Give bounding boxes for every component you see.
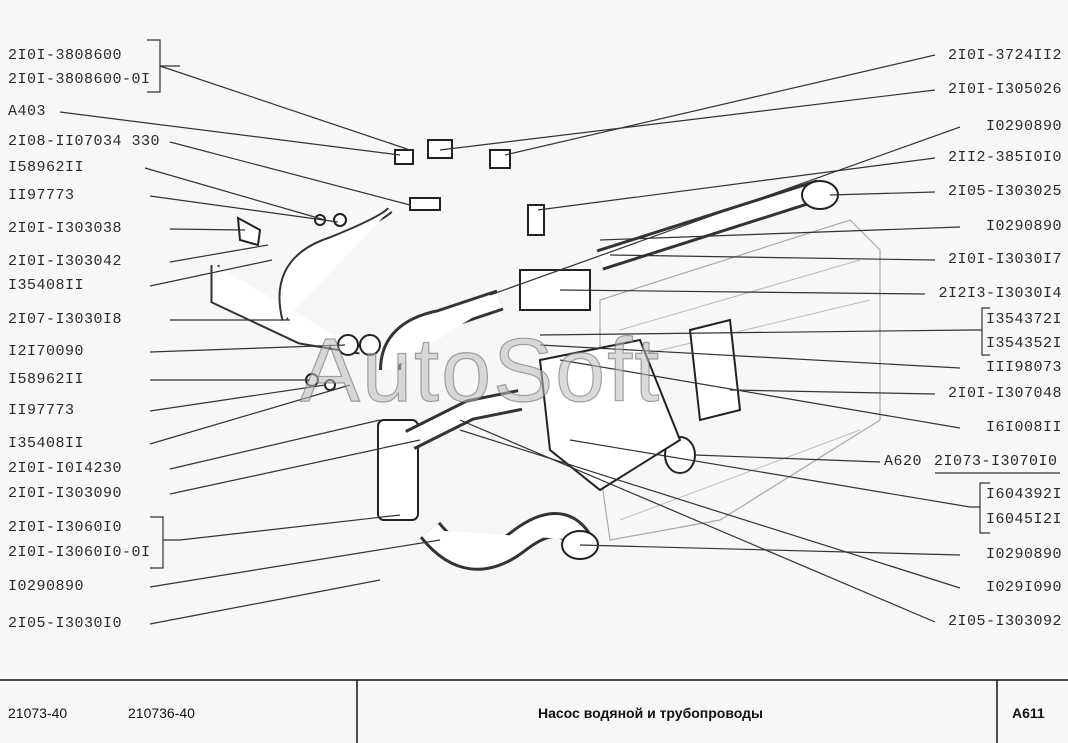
part-number-label: I35408II — [8, 277, 85, 294]
part-number-label: II97773 — [8, 402, 75, 419]
leader-line — [149, 384, 326, 412]
part-number-label: 2I0I-I0I4230 — [8, 460, 123, 477]
leader-line — [169, 244, 269, 263]
label-brackets — [147, 39, 1060, 569]
leader-line — [539, 344, 961, 369]
title-block-lines — [0, 679, 1068, 743]
leader-line — [144, 167, 326, 221]
leader-line — [149, 259, 273, 287]
part-number-label: I354352I — [985, 335, 1062, 352]
leader-line — [829, 191, 936, 196]
leader-line — [729, 389, 936, 395]
leader-line — [149, 579, 381, 625]
part-number-label: 2I0I-3808600-0I — [8, 71, 151, 88]
part-number-label: 2I0I-I3060I0-0I — [8, 544, 151, 561]
part-number-label: 2I073-I3070I0 — [934, 453, 1058, 470]
part-number-label: 2I07-I3030I8 — [8, 311, 123, 328]
part-number-label: I354372I — [985, 311, 1062, 328]
part-number-label: I6045I2I — [985, 511, 1062, 528]
leader-line — [539, 329, 971, 336]
part-number-label: 2I05-I3030I0 — [8, 615, 123, 632]
part-number-label: I0290890 — [985, 546, 1062, 563]
leader-line — [537, 157, 936, 211]
part-number-label: I029I090 — [985, 579, 1062, 596]
part-number-label: A620 — [884, 453, 923, 470]
leader-line — [159, 65, 411, 151]
part-number-label: I0290890 — [8, 578, 85, 595]
part-number-label: I35408II — [8, 435, 85, 452]
page-number: A611 — [1012, 705, 1045, 721]
leader-line — [609, 254, 936, 261]
part-number-label: 2I0I-I3030I7 — [947, 251, 1062, 268]
leader-line — [169, 439, 421, 495]
leader-line — [579, 544, 961, 556]
leader-line — [489, 126, 961, 296]
part-number-label: I604392I — [985, 486, 1062, 503]
leader-line — [149, 344, 346, 353]
leader-line — [459, 429, 961, 589]
part-number-label: 2I2I3-I3030I4 — [938, 285, 1062, 302]
leader-line — [169, 419, 381, 470]
leader-line — [149, 384, 351, 445]
part-number-label: 2I0I-I307048 — [947, 385, 1062, 402]
part-number-label: 2I08-II07034 330 — [8, 133, 161, 150]
leader-line — [559, 359, 961, 429]
part-number-label: I0290890 — [985, 118, 1062, 135]
part-number-label: I58962II — [8, 159, 85, 176]
leader-line — [439, 89, 936, 151]
model-code-2: 210736-40 — [128, 705, 195, 721]
leader-line — [149, 539, 441, 588]
leader-line — [569, 439, 971, 508]
part-number-label: 2I0I-3724II2 — [947, 47, 1062, 64]
part-number-label: 2I0I-I303038 — [8, 220, 123, 237]
part-number-label: 2I0I-I303042 — [8, 253, 123, 270]
part-number-label: I58962II — [8, 371, 85, 388]
watermark: AutoSoft — [299, 320, 662, 421]
leader-line — [59, 111, 401, 156]
part-number-label: I0290890 — [985, 218, 1062, 235]
part-number-label: 2I0I-I303090 — [8, 485, 123, 502]
sheet-title: Насос водяной и трубопроводы — [538, 705, 763, 721]
part-number-label: II97773 — [8, 187, 75, 204]
model-code-1: 21073-40 — [8, 705, 68, 721]
part-number-label: 2I0I-I305026 — [947, 81, 1062, 98]
part-number-label: 2I05-I303025 — [947, 183, 1062, 200]
part-number-label: I2I70090 — [8, 343, 85, 360]
leader-line — [599, 226, 961, 241]
leader-line — [169, 228, 246, 231]
leader-line — [179, 514, 401, 541]
leader-lines — [59, 54, 971, 625]
leader-line — [459, 419, 936, 623]
part-number-label: 2II2-385I0I0 — [947, 149, 1062, 166]
part-number-label: I6I008II — [985, 419, 1062, 436]
leader-line — [694, 454, 881, 463]
leader-line — [169, 141, 411, 206]
leader-line — [504, 54, 936, 156]
part-number-label: A403 — [8, 103, 47, 120]
part-number-label: III98073 — [985, 359, 1062, 376]
part-number-label: 2I0I-I3060I0 — [8, 519, 123, 536]
pipes-and-hoses — [210, 139, 839, 571]
leader-line — [559, 289, 926, 295]
leader-line — [149, 195, 339, 223]
part-number-label: 2I05-I303092 — [947, 613, 1062, 630]
part-number-label: 2I0I-3808600 — [8, 47, 123, 64]
